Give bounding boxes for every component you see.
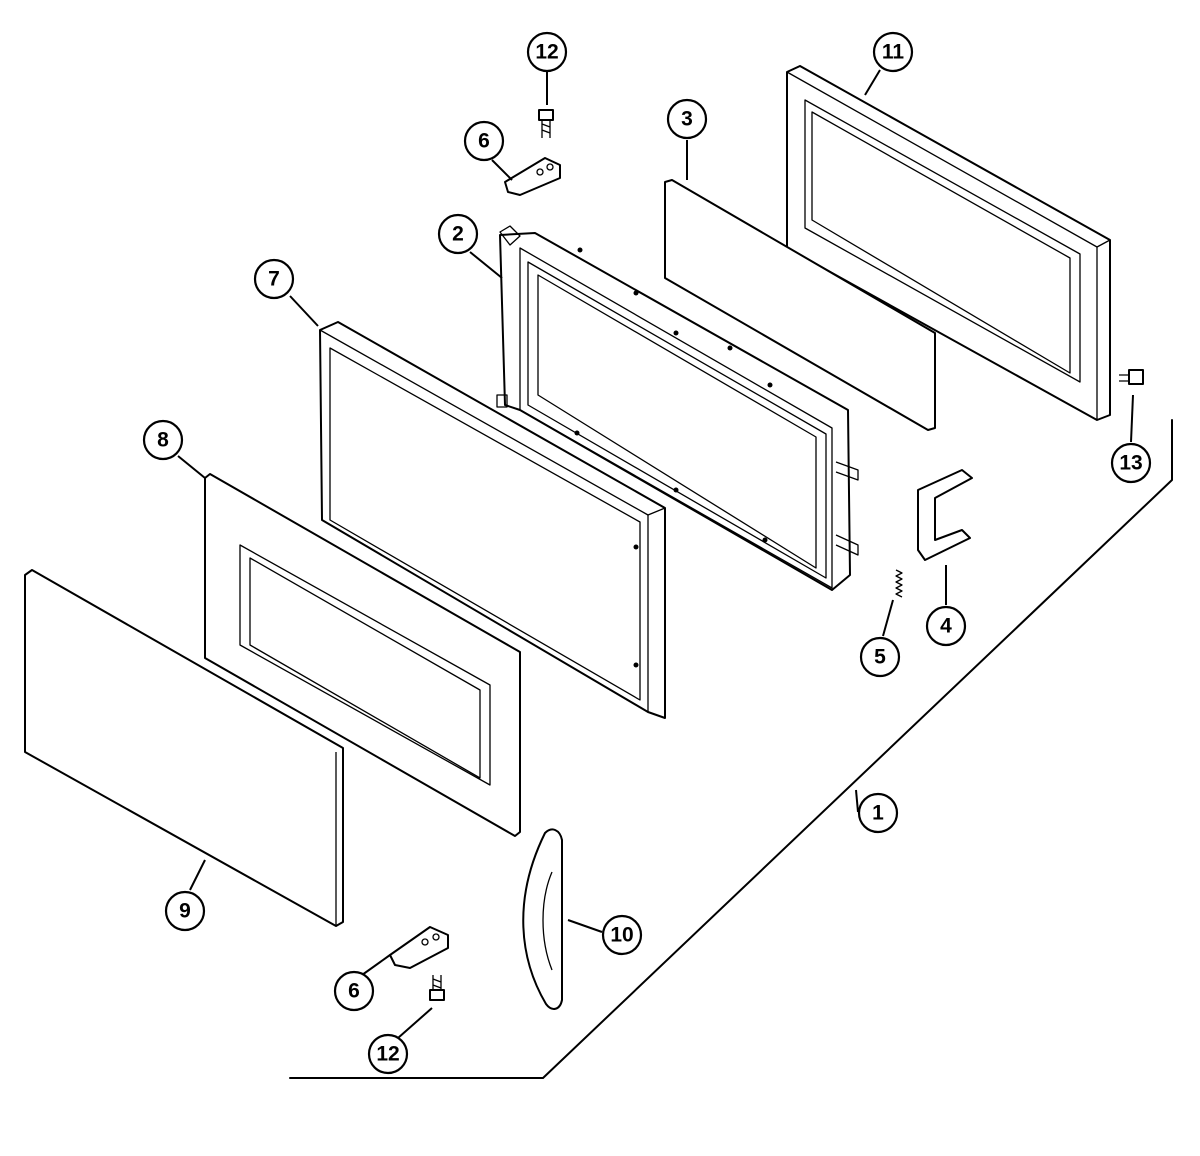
part-12-screw-bottom (429, 975, 445, 1001)
callout-12-top: 12 (526, 31, 568, 73)
part-3-glass-panel (664, 179, 936, 431)
callout-2: 2 (437, 213, 479, 255)
part-7-door-frame (319, 321, 666, 719)
callout-12-bottom: 12 (367, 1033, 409, 1075)
svg-text:1: 1 (872, 802, 884, 825)
svg-text:3: 3 (681, 108, 693, 131)
part-13-screw (1119, 369, 1144, 385)
callout-7: 7 (253, 258, 295, 300)
part-2-inner-frame (496, 225, 859, 591)
svg-text:12: 12 (376, 1043, 399, 1066)
svg-text:7: 7 (268, 268, 280, 291)
part-12-screw-top (538, 109, 554, 138)
svg-text:4: 4 (940, 615, 952, 638)
svg-text:9: 9 (179, 900, 191, 923)
leader-lines (177, 69, 1134, 1039)
base-outline (289, 419, 1173, 1079)
callout-4: 4 (925, 605, 967, 647)
part-10-handle (522, 828, 563, 1010)
part-6-hinge-bottom (389, 926, 449, 969)
part-6-hinge-top (504, 157, 561, 196)
callout-3: 3 (666, 98, 708, 140)
svg-text:5: 5 (874, 646, 886, 669)
svg-text:6: 6 (348, 980, 360, 1003)
svg-text:12: 12 (535, 41, 558, 64)
svg-text:6: 6 (478, 130, 490, 153)
svg-text:2: 2 (452, 223, 464, 246)
callout-1: 1 (857, 792, 899, 834)
callout-11: 11 (872, 31, 914, 73)
svg-text:11: 11 (882, 41, 905, 64)
callout-6-bottom: 6 (333, 970, 375, 1012)
part-5-spring (895, 569, 903, 598)
callout-10: 10 (601, 914, 643, 956)
svg-text:8: 8 (157, 429, 169, 452)
svg-text:10: 10 (610, 924, 633, 947)
callout-5: 5 (859, 636, 901, 678)
callout-8: 8 (142, 419, 184, 461)
svg-text:13: 13 (1119, 452, 1142, 475)
part-9-front-glass (24, 569, 344, 927)
part-4-latch-bracket (917, 469, 973, 561)
callout-13: 13 (1110, 442, 1152, 484)
callout-6-top: 6 (463, 120, 505, 162)
part-8-door-panel (204, 473, 521, 837)
callout-9: 9 (164, 890, 206, 932)
part-11-rear-frame (786, 65, 1111, 421)
